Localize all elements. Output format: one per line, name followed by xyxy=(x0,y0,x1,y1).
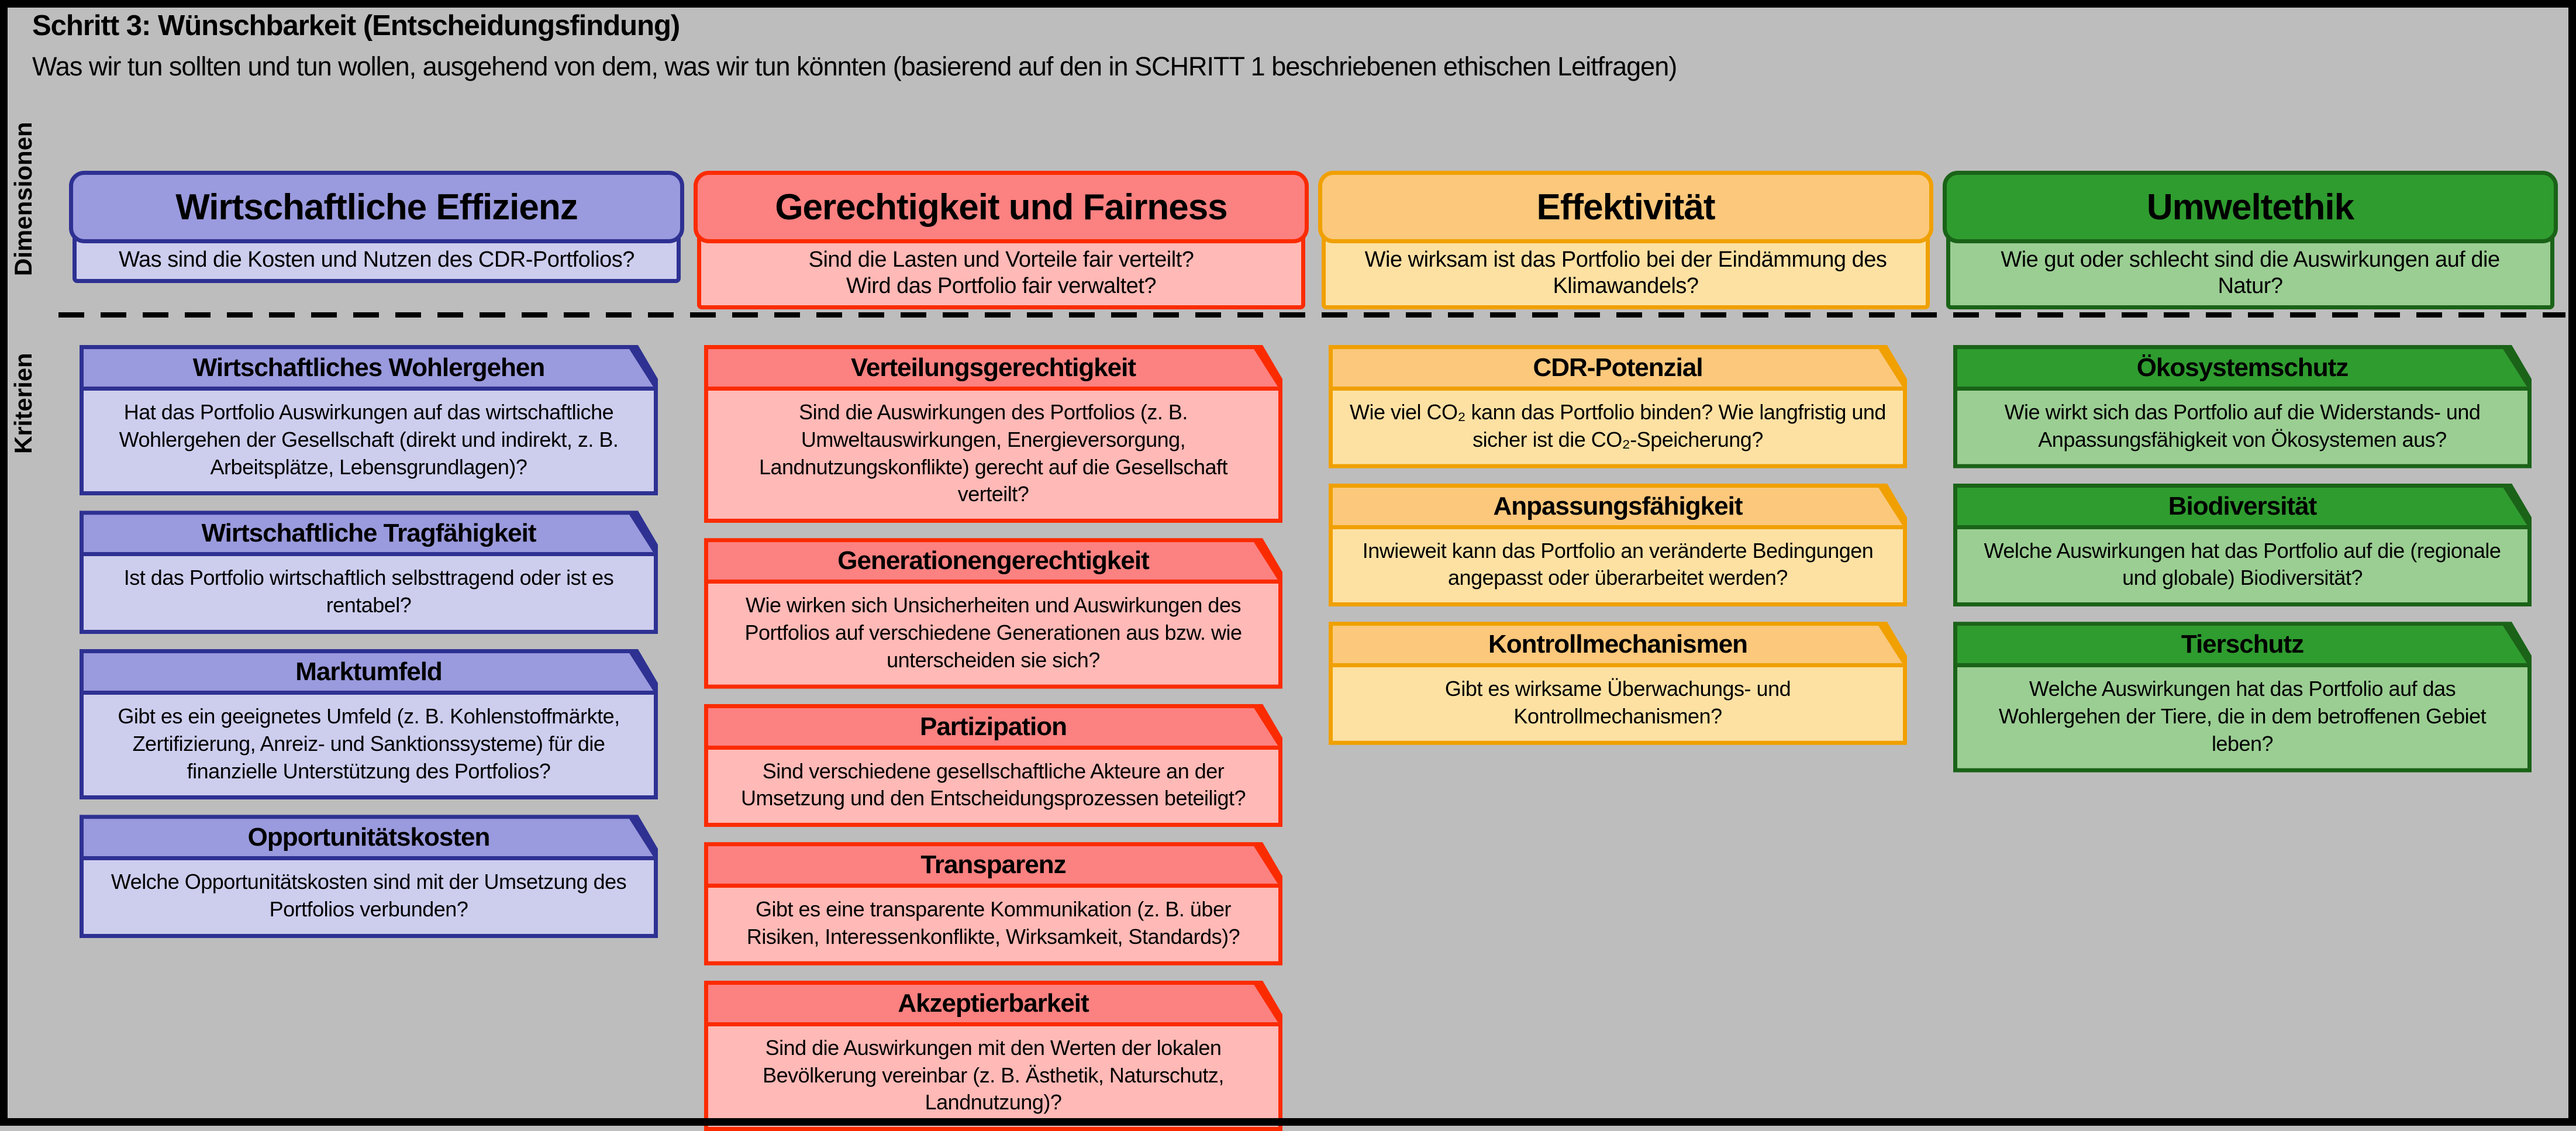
dimension-title: Umweltethik xyxy=(2146,187,2354,227)
page-subtitle: Was wir tun sollten und tun wollen, ausg… xyxy=(32,51,1677,81)
criterion-title: Akzeptierbarkeit xyxy=(708,985,1278,1026)
dimension-header: Umweltethik xyxy=(1943,171,2558,243)
criterion-question: Gibt es wirksame Überwachungs- und Kontr… xyxy=(1444,677,1791,728)
criterion-card: Biodiversität Welche Auswirkungen hat da… xyxy=(1953,484,2532,607)
dimension-card-economic: Wirtschaftliche Effizienz Was sind die K… xyxy=(69,171,684,283)
criterion-title: Verteilungsgerechtigkeit xyxy=(708,349,1278,391)
criterion-question: Sind verschiedene gesellschaftliche Akte… xyxy=(740,758,1246,811)
dimension-header: Wirtschaftliche Effizienz xyxy=(69,171,684,243)
dimension-card-environment: Umweltethik Wie gut oder schlecht sind d… xyxy=(1943,171,2558,309)
criterion-card: Tierschutz Welche Auswirkungen hat das P… xyxy=(1953,622,2532,772)
page-title: Schritt 3: Wünschbarkeit (Entscheidungsf… xyxy=(32,10,680,42)
criteria-row: Wirtschaftliches Wohlergehen Hat das Por… xyxy=(69,345,2558,1131)
criterion-question: Inwieweit kann das Portfolio an veränder… xyxy=(1362,538,1874,590)
criterion-title: Partizipation xyxy=(708,708,1278,750)
criterion-card: Wirtschaftliches Wohlergehen Hat das Por… xyxy=(80,345,658,495)
dimension-title: Gerechtigkeit und Fairness xyxy=(775,187,1227,227)
dimension-title: Wirtschaftliche Effizienz xyxy=(175,187,578,227)
criterion-card: Wirtschaftliche Tragfähigkeit Ist das Po… xyxy=(80,511,658,634)
criterion-question: Welche Auswirkungen hat das Portfolio au… xyxy=(1984,538,2501,590)
criterion-title: Anpassungsfähigkeit xyxy=(1333,488,1903,529)
criterion-card: Kontrollmechanismen Gibt es wirksame Übe… xyxy=(1329,622,1907,745)
criterion-title: Ökosystemschutz xyxy=(1957,349,2527,391)
criterion-card: Transparenz Gibt es eine transparente Ko… xyxy=(704,842,1282,966)
criterion-title: Wirtschaftliche Tragfähigkeit xyxy=(84,515,654,556)
criterion-card: Partizipation Sind verschiedene gesellsc… xyxy=(704,704,1282,827)
criteria-column-environment: Ökosystemschutz Wie wirkt sich das Portf… xyxy=(1943,345,2558,773)
title-block: Schritt 3: Wünschbarkeit (Entscheidungsf… xyxy=(32,9,1677,82)
criterion-card: Anpassungsfähigkeit Inwieweit kann das P… xyxy=(1329,484,1907,607)
criterion-title: Tierschutz xyxy=(1957,626,2527,667)
criterion-title: Biodiversität xyxy=(1957,488,2527,529)
criterion-question: Welche Auswirkungen hat das Portfolio au… xyxy=(1998,677,2487,756)
criterion-question: Gibt es eine transparente Kommunikation … xyxy=(746,897,1240,949)
dimension-card-justice: Gerechtigkeit und Fairness Sind die Last… xyxy=(694,171,1309,309)
row-label-kriterien: Kriterien xyxy=(9,353,37,454)
dimension-header: Effektivität xyxy=(1318,171,1933,243)
criterion-question: Hat das Portfolio Auswirkungen auf das w… xyxy=(119,400,619,479)
criterion-card: CDR-Potenzial Wie viel CO₂ kann das Port… xyxy=(1329,345,1907,468)
criterion-question: Wie wirkt sich das Portfolio auf die Wid… xyxy=(2004,400,2481,451)
criterion-card: Marktumfeld Gibt es ein geeignetes Umfel… xyxy=(80,649,658,799)
criteria-column-economic: Wirtschaftliches Wohlergehen Hat das Por… xyxy=(69,345,684,938)
criterion-card: Ökosystemschutz Wie wirkt sich das Portf… xyxy=(1953,345,2532,468)
dimension-card-effectiveness: Effektivität Wie wirksam ist das Portfol… xyxy=(1318,171,1933,309)
criterion-question: Welche Opportunitätskosten sind mit der … xyxy=(111,870,627,922)
criterion-title: Opportunitätskosten xyxy=(84,819,654,860)
criterion-question: Gibt es ein geeignetes Umfeld (z. B. Koh… xyxy=(118,704,620,783)
criterion-title: Marktumfeld xyxy=(84,653,654,695)
dimension-header: Gerechtigkeit und Fairness xyxy=(694,171,1309,243)
criteria-column-justice: Verteilungsgerechtigkeit Sind die Auswir… xyxy=(694,345,1309,1131)
criteria-column-effectiveness: CDR-Potenzial Wie viel CO₂ kann das Port… xyxy=(1318,345,1933,745)
criterion-question: Ist das Portfolio wirtschaftlich selbstt… xyxy=(123,566,614,618)
criterion-title: CDR-Potenzial xyxy=(1333,349,1903,391)
criterion-card: Opportunitätskosten Welche Opportunitäts… xyxy=(80,815,658,938)
dimension-title: Effektivität xyxy=(1536,187,1716,227)
criterion-title: Wirtschaftliches Wohlergehen xyxy=(84,349,654,391)
criterion-title: Transparenz xyxy=(708,846,1278,888)
row-label-dimensionen: Dimensionen xyxy=(9,122,37,276)
criterion-question: Sind die Auswirkungen mit den Werten der… xyxy=(763,1035,1224,1115)
criterion-title: Kontrollmechanismen xyxy=(1333,626,1903,667)
dimensions-row: Wirtschaftliche Effizienz Was sind die K… xyxy=(69,171,2558,309)
criterion-question: Sind die Auswirkungen des Portfolios (z.… xyxy=(758,400,1227,506)
criterion-question: Wie wirken sich Unsicherheiten und Auswi… xyxy=(744,593,1242,672)
criterion-card: Generationengerechtigkeit Wie wirken sic… xyxy=(704,538,1282,688)
criterion-title: Generationengerechtigkeit xyxy=(708,542,1278,584)
criterion-question: Wie viel CO₂ kann das Portfolio binden? … xyxy=(1350,400,1886,451)
dashed-separator xyxy=(58,312,2565,318)
criterion-card: Akzeptierbarkeit Sind die Auswirkungen m… xyxy=(704,981,1282,1131)
criterion-card: Verteilungsgerechtigkeit Sind die Auswir… xyxy=(704,345,1282,523)
